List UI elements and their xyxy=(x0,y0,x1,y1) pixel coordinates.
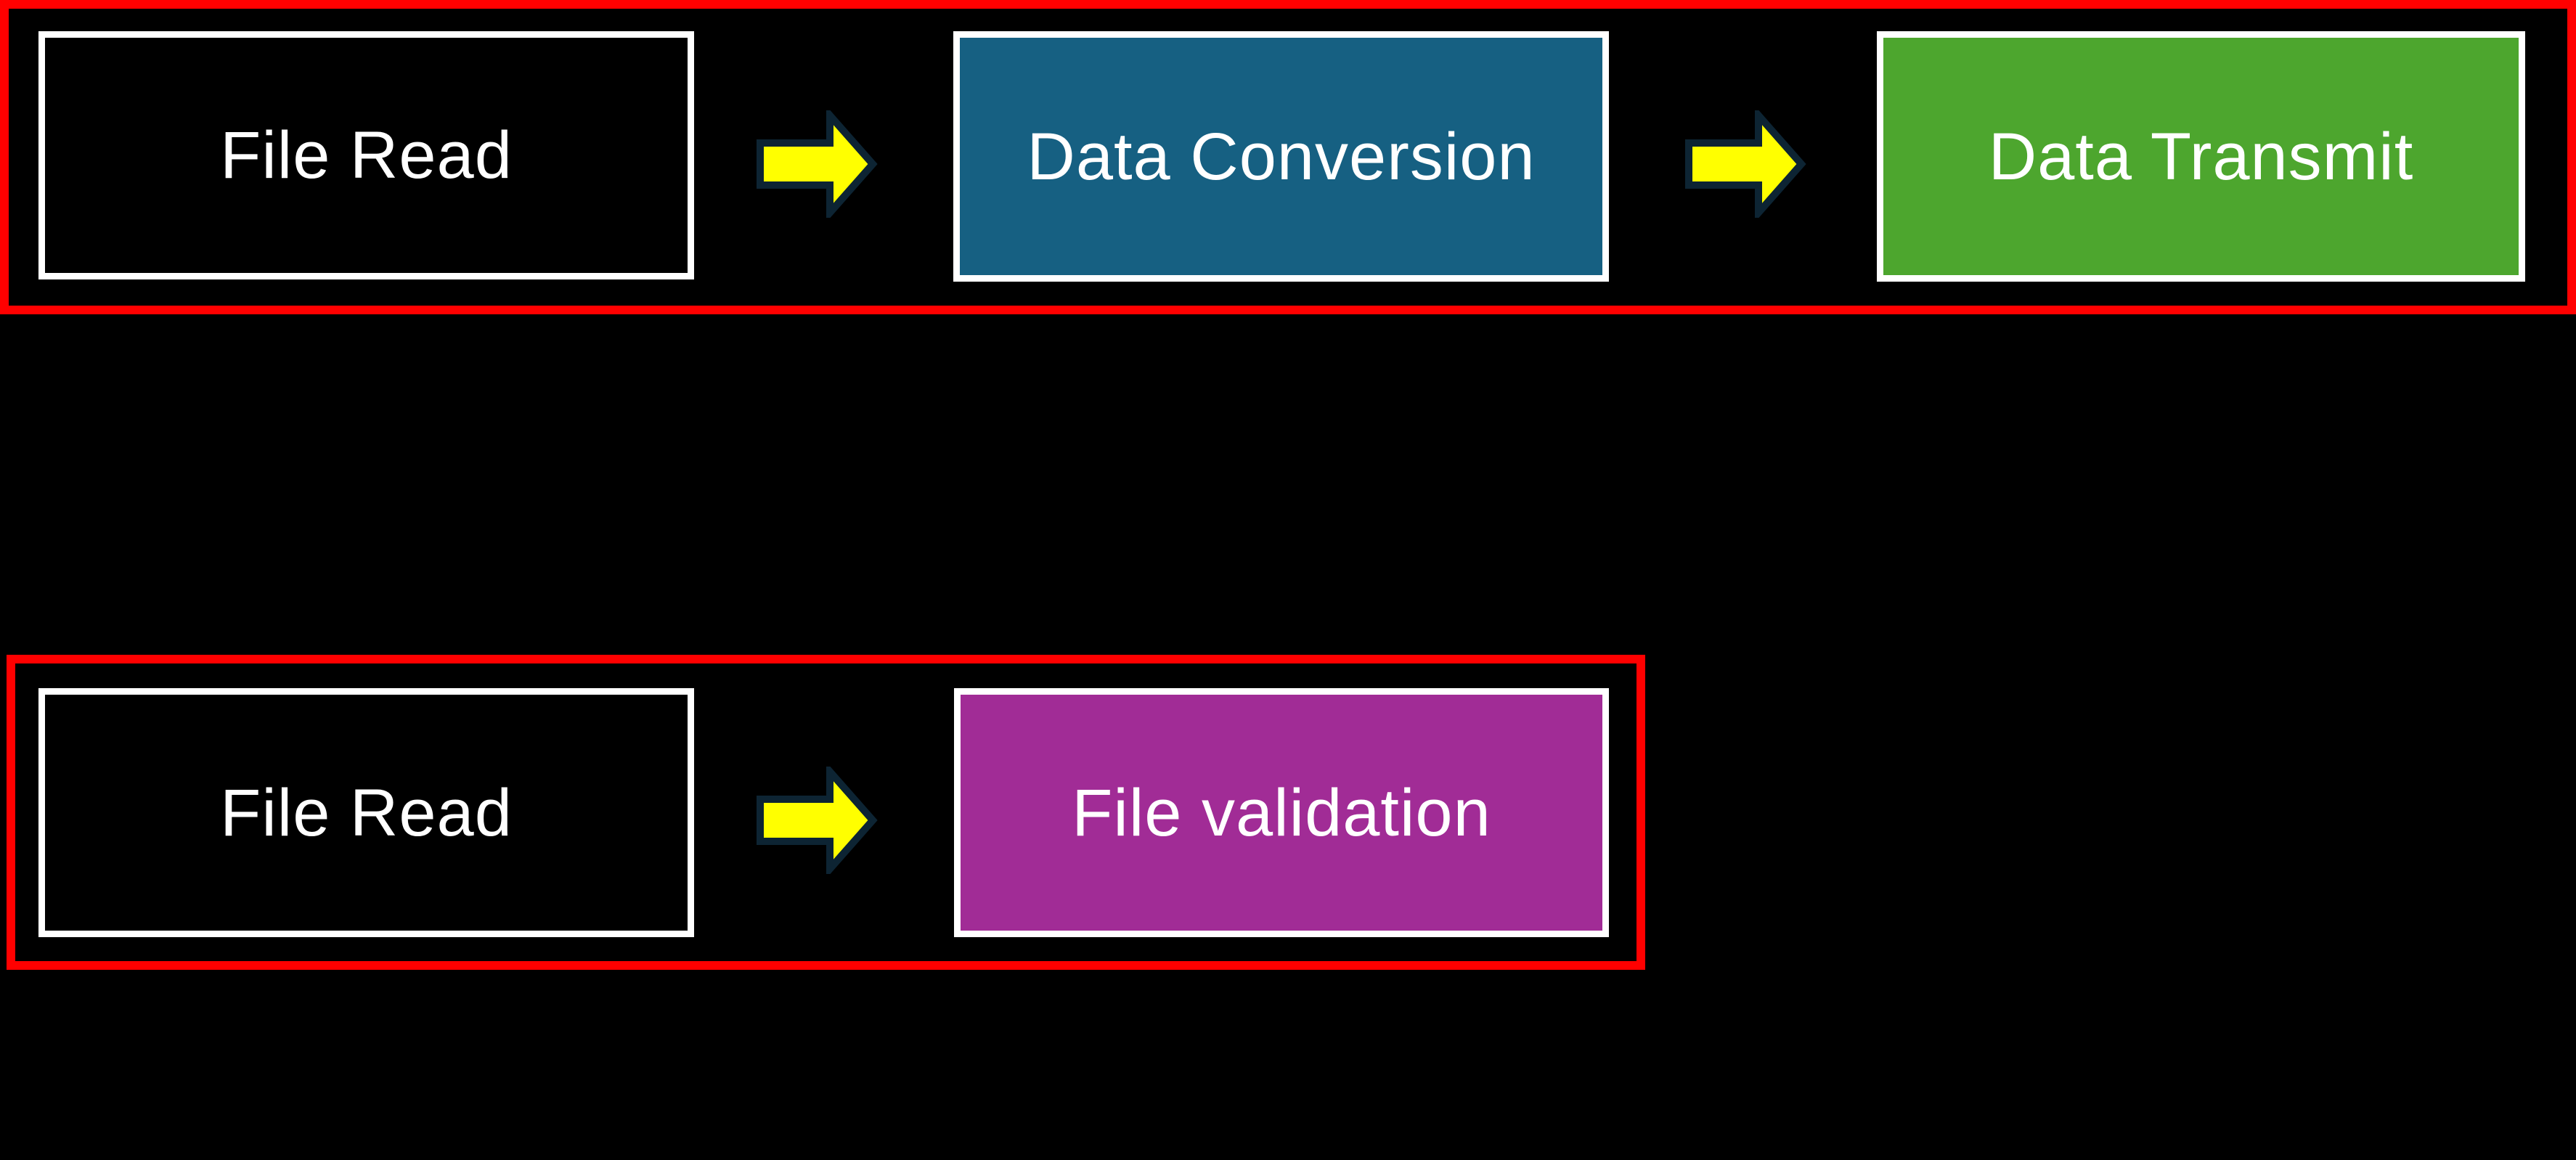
node-label: File validation xyxy=(1072,775,1491,850)
right-arrow-icon xyxy=(757,767,878,874)
node-file-read-bottom: File Read xyxy=(38,688,694,937)
right-arrow-icon xyxy=(757,110,878,218)
right-arrow-icon xyxy=(1685,110,1806,218)
node-label: File Read xyxy=(220,118,513,192)
node-data-transmit: Data Transmit xyxy=(1877,31,2525,282)
right-arrow-shape xyxy=(757,767,878,874)
flow-group-bottom-outline xyxy=(7,655,1645,970)
right-arrow-shape xyxy=(757,110,878,218)
node-file-validation: File validation xyxy=(954,688,1609,937)
right-arrow-shape xyxy=(1685,110,1806,218)
node-file-read-top: File Read xyxy=(38,31,694,279)
node-label: Data Transmit xyxy=(1988,119,2414,194)
node-label: File Read xyxy=(220,775,513,850)
flow-group-top-outline xyxy=(0,0,2576,314)
node-data-conversion: Data Conversion xyxy=(953,31,1609,282)
node-label: Data Conversion xyxy=(1027,119,1536,194)
